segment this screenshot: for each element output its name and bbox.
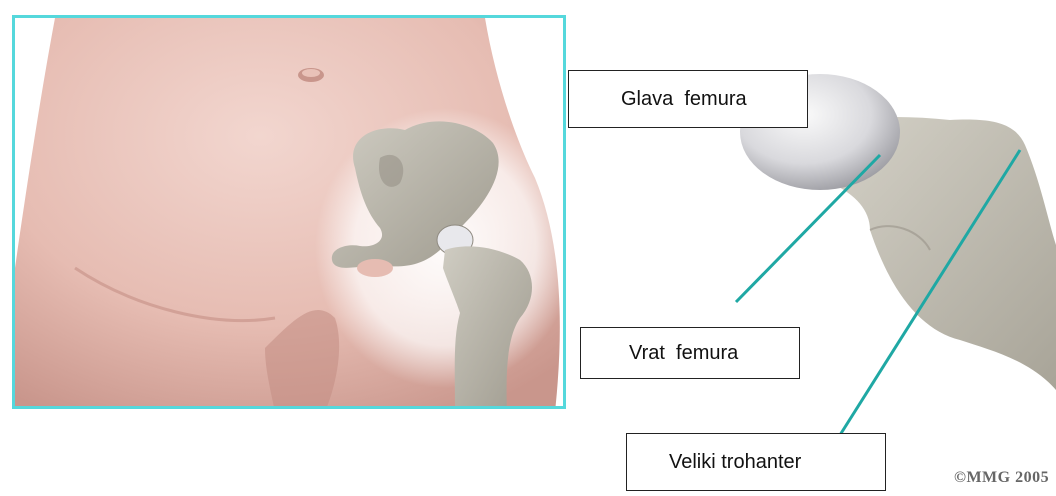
label-text: Vrat femura [629,342,738,365]
label-text: Veliki trohanter [669,451,801,474]
pelvis-hip-illustration [15,18,566,409]
label-text: Glava femura [621,88,747,111]
label-veliki-trohanter: Veliki trohanter [626,433,886,491]
label-vrat-femura: Vrat femura [580,327,800,379]
label-glava-femura: Glava femura [568,70,808,128]
copyright-text: ©MMG 2005 [954,469,1049,487]
hip-illustration-panel [12,15,566,409]
obturator-foramen [357,259,393,277]
